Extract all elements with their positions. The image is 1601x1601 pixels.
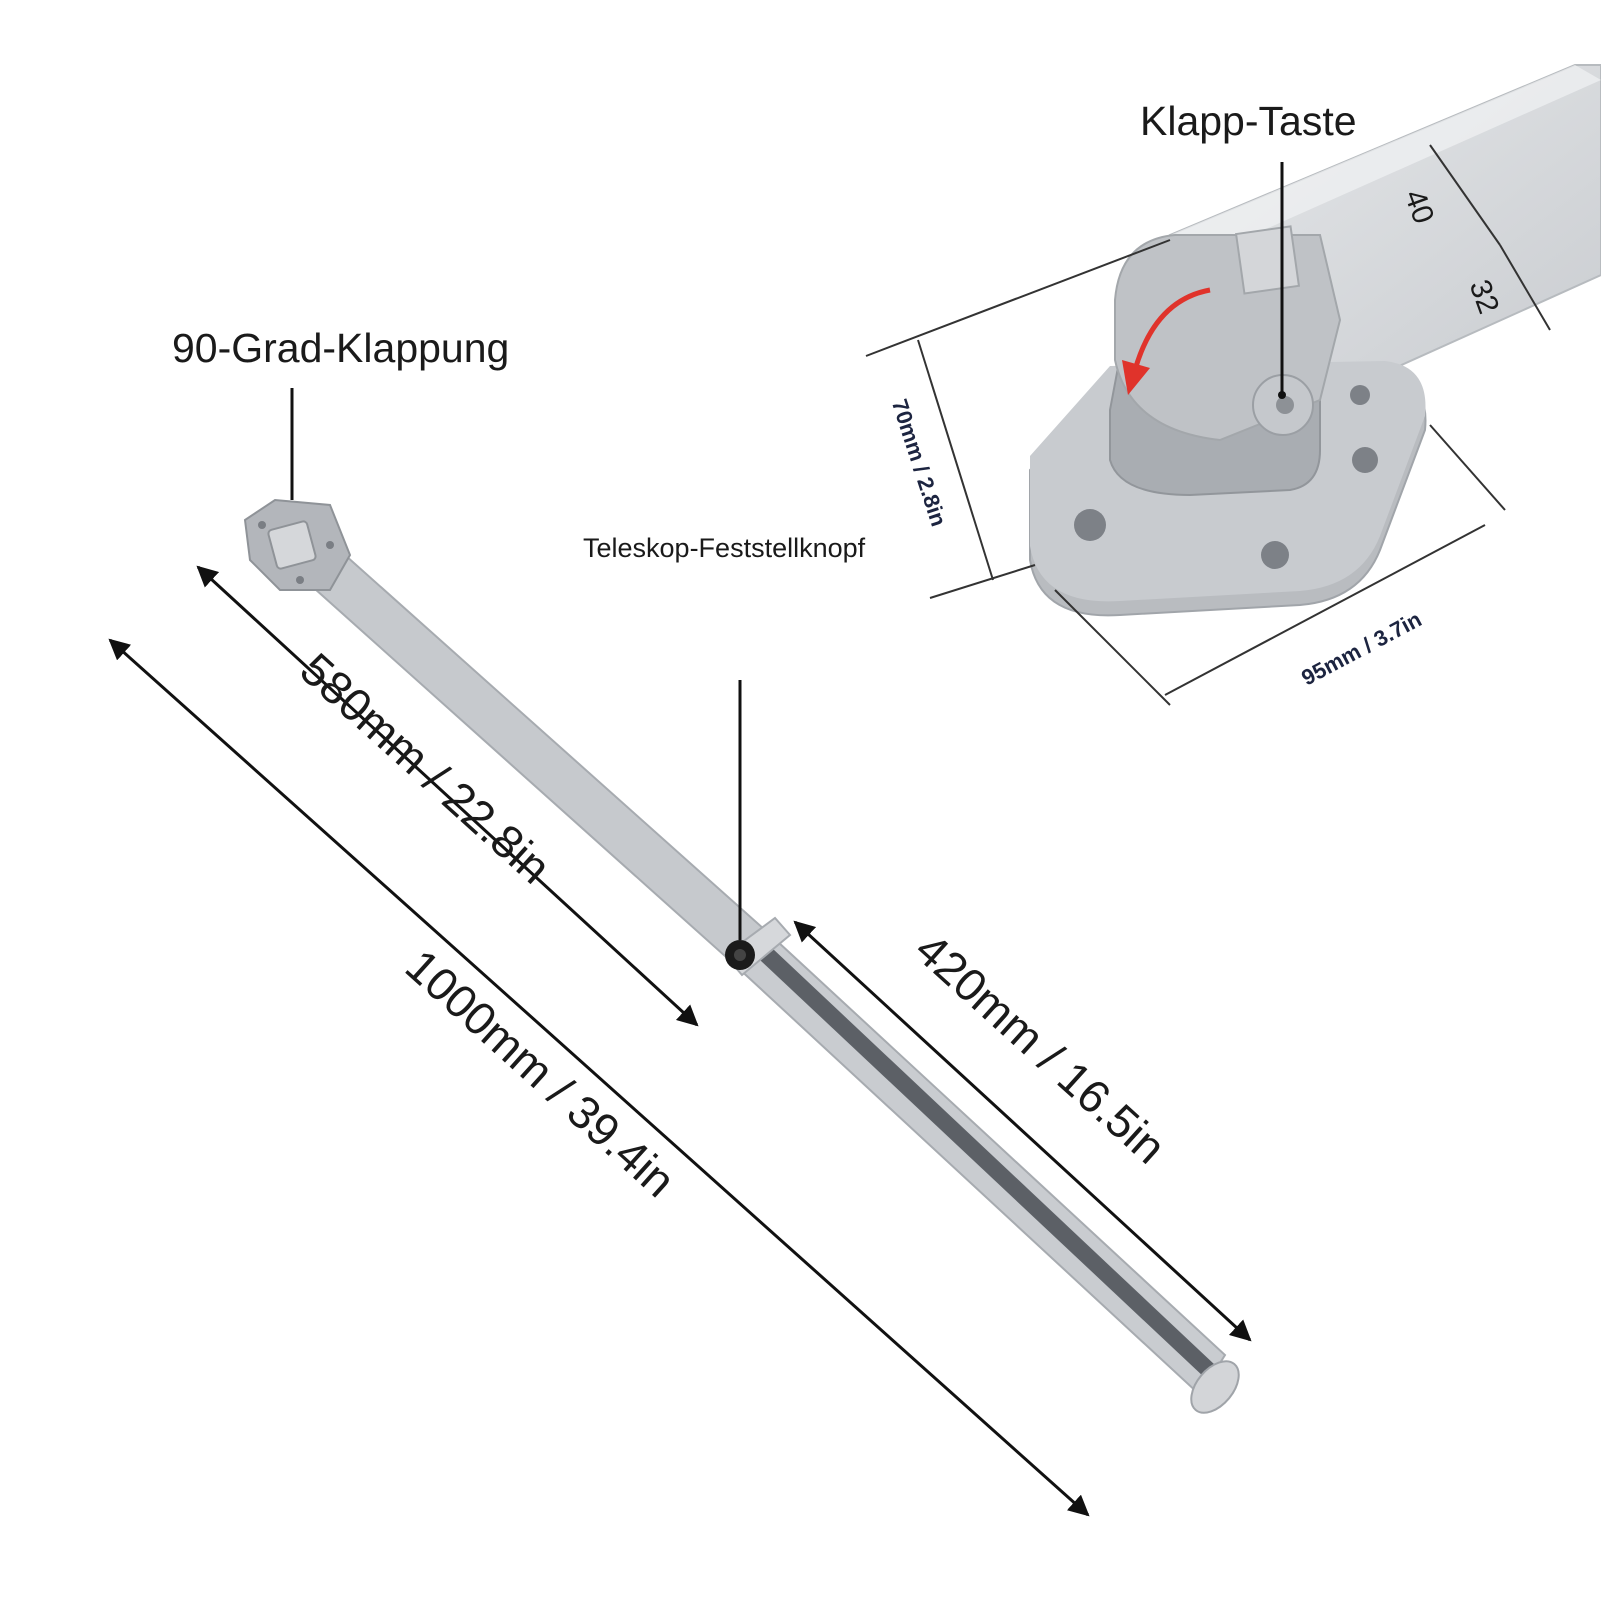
- total-length-label: 1000mm / 39.4in: [396, 939, 685, 1207]
- rotate-arrow-icon: [1132, 287, 1211, 371]
- bracket-detail: [1029, 64, 1601, 617]
- lower-length-arrow: [793, 920, 1252, 1342]
- upper-bar-section: [303, 553, 767, 967]
- fold-90-callout: 90-Grad-Klappung: [172, 325, 509, 371]
- screw-hole: [1261, 541, 1289, 569]
- base-width-dimension: [1054, 424, 1506, 706]
- telescopic-bar: [243, 498, 1240, 1414]
- base-width-label: 95mm / 3.7in: [1297, 606, 1425, 690]
- telescope-knob-callout: Teleskop-Feststellknopf: [583, 533, 866, 563]
- screw-hole: [1352, 447, 1378, 473]
- tube-dimension-lines: [1429, 144, 1551, 331]
- bar-end-cap: [1190, 1360, 1240, 1414]
- screw-hole: [1074, 509, 1106, 541]
- screw-hole: [1350, 385, 1370, 405]
- fold-button-callout: Klapp-Taste: [1140, 98, 1357, 144]
- base-height-dimension: [865, 239, 1171, 599]
- total-length-arrow: [108, 638, 1090, 1517]
